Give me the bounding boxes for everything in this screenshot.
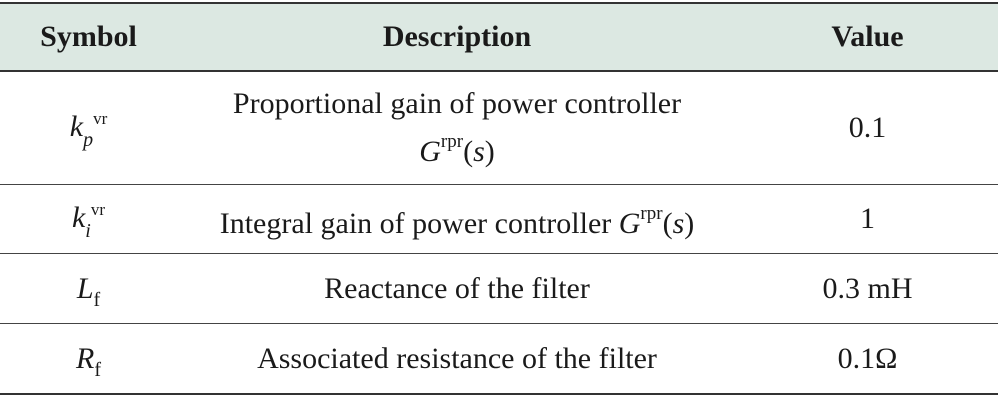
header-value: Value (831, 20, 904, 53)
formula-paren-close: ) (684, 207, 695, 240)
symbol-cell: kpvr (0, 72, 177, 184)
symbol-base: k (71, 200, 86, 234)
row-separator (0, 253, 998, 254)
symbol-base: k (69, 109, 84, 143)
description-cell: Reactance of the filter (324, 271, 590, 305)
description-formula: Grpr(s) (419, 123, 495, 171)
description-cell: Proportional gain of power controller Gr… (177, 72, 737, 184)
value-cell: 0.3 mH (822, 271, 913, 305)
symbol-subscript: f (94, 358, 101, 381)
value-cell: 0.1 (848, 111, 887, 144)
description-text: Proportional gain of power controller (232, 87, 682, 120)
formula-arg: s (672, 207, 685, 240)
symbol-scripts: pvr (83, 109, 108, 152)
formula-paren-close: ) (484, 135, 495, 168)
value-cell: 1 (860, 202, 875, 235)
formula-arg: s (473, 135, 485, 168)
symbol-cell: Rf (0, 324, 177, 393)
header-symbol: Symbol (40, 20, 137, 53)
symbol-math: Lf (76, 270, 101, 311)
symbol-math: Rf (76, 340, 101, 381)
table-header: Symbol Description Value (0, 4, 998, 70)
symbol-superscript: vr (90, 200, 106, 220)
row-separator (0, 323, 998, 324)
formula-g-superscript: rpr (640, 203, 663, 224)
formula-g-superscript: rpr (440, 131, 464, 152)
symbol-superscript: vr (93, 109, 108, 129)
row-separator (0, 184, 998, 185)
symbol-subscript: i (85, 220, 91, 243)
symbol-math: kpvr (69, 108, 108, 152)
symbol-subscript: f (93, 288, 101, 311)
table-row: Lf Reactance of the filter 0.3 mH (0, 254, 998, 323)
description-line: Integral gain of power controller Grpr(s… (220, 195, 695, 243)
symbol-subscript: p (83, 129, 94, 152)
header-description: Description (382, 20, 532, 53)
formula-g: G (618, 207, 641, 240)
description-text: Integral gain of power controller (219, 207, 612, 240)
table-row: kpvr Proportional gain of power controll… (0, 72, 998, 184)
table-top-rule (0, 2, 998, 4)
symbol-cell: Lf (0, 254, 177, 323)
header-rule (0, 70, 998, 72)
symbol-math: kivr (71, 199, 106, 243)
symbol-cell: kivr (0, 185, 177, 253)
symbol-base: L (76, 271, 94, 305)
description-stack: Proportional gain of power controller Gr… (233, 85, 681, 171)
value-cell: 0.1Ω (837, 341, 898, 375)
table-row: Rf Associated resistance of the filter 0… (0, 324, 998, 393)
formula-g: G (419, 135, 441, 168)
formula-paren-open: ( (463, 135, 474, 168)
table-row: kivr Integral gain of power controller G… (0, 185, 998, 253)
formula-paren-open: ( (662, 207, 673, 240)
table-bottom-rule (0, 393, 998, 395)
symbol-scripts: ivr (85, 200, 106, 243)
symbol-base: R (76, 341, 95, 375)
description-cell: Integral gain of power controller Grpr(s… (177, 185, 737, 253)
description-cell: Associated resistance of the filter (257, 341, 657, 375)
